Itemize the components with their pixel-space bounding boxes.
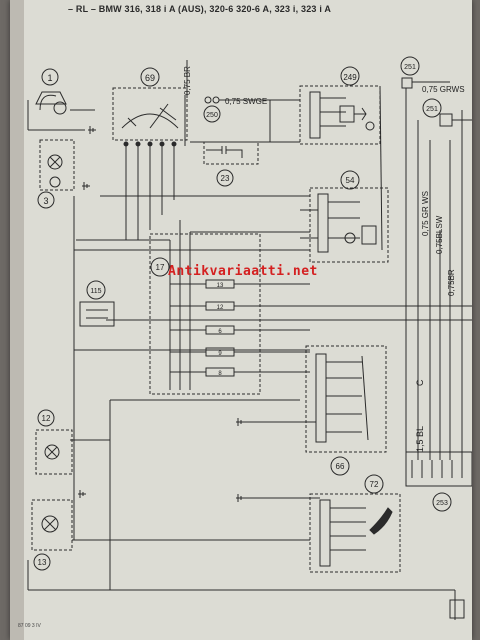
component-250-label: 250 [206, 112, 218, 119]
wire-label-0-75-gr-ws: 0,75 GR WS [421, 191, 430, 236]
wire-label-c: C [415, 379, 425, 386]
page-header: – RL – BMW 316, 318 i A (AUS), 320-6 320… [68, 4, 332, 14]
wire-label-0-75-br: 0,75 BR [183, 66, 192, 95]
component-249-label: 249 [343, 73, 357, 82]
component-66-label: 66 [336, 462, 345, 471]
wiring-diagram: 1 3 69 [27, 56, 472, 620]
fuse-12: 12 [205, 301, 235, 311]
component-1-label: 1 [47, 73, 52, 83]
component-251a-label: 251 [404, 64, 416, 71]
fuse-9-label: 9 [218, 351, 222, 357]
component-69-label: 69 [145, 73, 155, 83]
fuse-8-label: 8 [218, 371, 222, 377]
wire-label-1-5-bl: 1,5 BL [415, 426, 425, 452]
fuse-13-label: 13 [217, 283, 224, 289]
component-17-label: 17 [156, 263, 165, 272]
component-72-label: 72 [370, 480, 379, 489]
page-footer-code: 87 09 3 IV [18, 623, 41, 629]
fuse-9: 9 [205, 347, 235, 357]
component-54-label: 54 [346, 176, 355, 185]
fuse-6: 6 [205, 325, 235, 335]
component-12-label: 12 [42, 414, 51, 423]
fuse-6-label: 6 [218, 329, 222, 335]
schematic-page: – RL – BMW 316, 318 i A (AUS), 320-6 320… [10, 0, 472, 640]
watermark: Antikvariaatti.net [168, 264, 318, 279]
component-251b-label: 251 [426, 106, 438, 113]
component-13-label: 13 [38, 558, 47, 567]
binding-edge [10, 0, 24, 640]
component-115-label: 115 [90, 288, 101, 295]
fuse-8: 8 [205, 367, 235, 377]
wire-label-0-75-grws: 0,75 GRWS [422, 85, 465, 94]
fuse-13: 13 [205, 279, 235, 289]
wire-label-0-75br: 0,75BR [447, 269, 456, 296]
component-253-label: 253 [436, 500, 448, 507]
component-23-label: 23 [221, 174, 230, 183]
wire-label-0-75-swge: 0,75 SWGE [225, 97, 267, 106]
fuse-12-label: 12 [217, 305, 224, 311]
wire-label-0-75blsw: 0,75BLSW [435, 215, 444, 254]
component-3-label: 3 [43, 196, 48, 206]
